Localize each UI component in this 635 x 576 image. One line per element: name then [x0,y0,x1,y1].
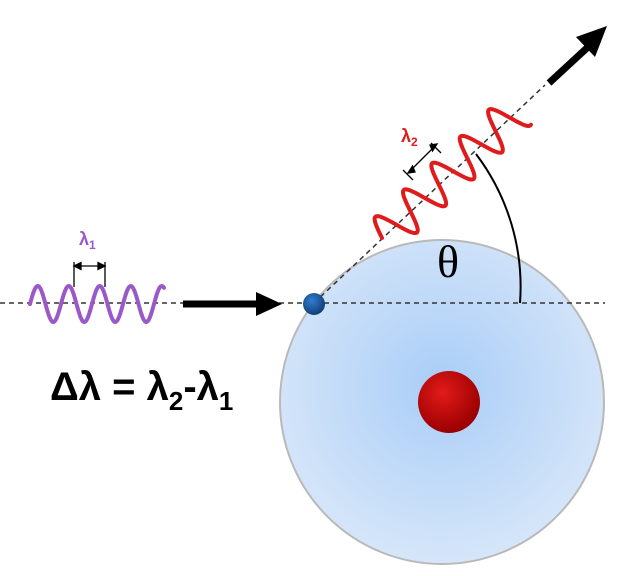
electron [303,293,325,315]
lambda2-marker [402,142,442,181]
theta-label: θ [437,236,460,287]
nucleus [418,371,480,433]
scattering-angle-arc [475,153,522,304]
incident-arrow [183,292,282,316]
lambda1-marker [72,261,107,287]
lambda1-label: λ1 [79,229,96,252]
scattered-arrow [546,26,607,86]
scattered-photon-wave [372,107,533,240]
wavelength-shift-formula: Δλ = λ2-λ1 [50,365,234,416]
scatter-direction-dashed [313,84,546,304]
lambda2-label: λ2 [401,126,418,149]
incident-photon-wave [28,283,166,325]
